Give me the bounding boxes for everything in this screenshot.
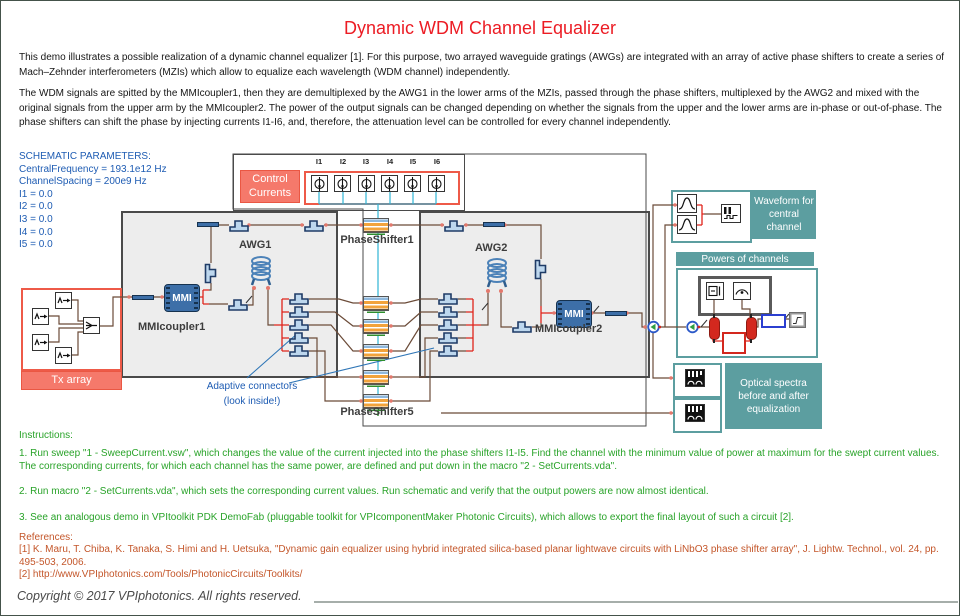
reference-item: [1] K. Maru, T. Chiba, K. Tanaka, S. Him…	[19, 544, 939, 568]
current-source-icon[interactable]	[404, 175, 421, 192]
phase-shifter-icon[interactable]	[363, 370, 389, 387]
fork-icon[interactable]	[647, 320, 661, 334]
laser-icon[interactable]	[32, 334, 49, 351]
phase-shifter-icon[interactable]	[363, 344, 389, 361]
signal-analyzer-icon[interactable]	[761, 314, 786, 328]
adaptive-connector-icon[interactable]	[438, 292, 458, 305]
waveform-annotation: Waveform for central channel	[752, 190, 816, 239]
waveguide-icon[interactable]	[197, 222, 219, 227]
filter-icon[interactable]	[677, 215, 697, 234]
awg-coil-icon[interactable]	[247, 253, 275, 289]
phase-shifter-icon[interactable]	[363, 218, 389, 235]
tx-array-label: Tx array	[21, 371, 122, 390]
instruction-item: 3. See an analogous demo in VPItoolkit P…	[19, 512, 794, 523]
parameter-line: I2 = 0.0	[19, 201, 53, 213]
parameter-line: CentralFrequency = 193.1e12 Hz	[19, 163, 167, 175]
awg1-label: AWG1	[239, 239, 272, 251]
current-label: I1	[315, 157, 323, 166]
parameter-line: I4 = 0.0	[19, 226, 53, 238]
adaptive-connector-icon[interactable]	[438, 318, 458, 331]
combiner-icon[interactable]	[83, 317, 100, 334]
current-source-icon[interactable]	[358, 175, 375, 192]
copyright-note: Copyright © 2017 VPIphotonics. All right…	[17, 589, 308, 603]
page-title: Dynamic WDM Channel Equalizer	[343, 18, 617, 38]
xy-scope-icon[interactable]	[789, 312, 806, 328]
adaptive-connector-icon[interactable]	[512, 320, 532, 333]
parameter-line: I3 = 0.0	[19, 213, 53, 225]
mmicoupler1-label: MMIcoupler1	[138, 321, 206, 333]
waveguide-icon[interactable]	[132, 295, 154, 300]
current-label: I3	[362, 157, 370, 166]
control-currents-label: Control Currents	[240, 170, 300, 203]
mmi-coupler-1[interactable]: MMI	[164, 284, 200, 312]
adaptive-connector-icon[interactable]	[229, 219, 249, 232]
filter-icon[interactable]	[677, 194, 697, 213]
awg-coil-icon[interactable]	[483, 255, 511, 291]
laser-icon[interactable]	[55, 292, 72, 309]
adaptive-connector-icon[interactable]	[438, 344, 458, 357]
electrical-component-icon[interactable]	[722, 332, 746, 354]
adaptive-connector-icon[interactable]	[438, 331, 458, 344]
powers-annotation: Powers of channels	[676, 252, 814, 266]
parameter-line: ChannelSpacing = 200e9 Hz	[19, 176, 147, 188]
current-source-icon[interactable]	[381, 175, 398, 192]
phase-shifter-icon[interactable]	[363, 296, 389, 313]
spectra-annotation: Optical spectra before and after equaliz…	[725, 363, 822, 429]
adaptive-connector-icon[interactable]	[304, 219, 324, 232]
adaptive-connector-icon[interactable]	[535, 260, 548, 280]
adaptive-connector-icon[interactable]	[289, 292, 309, 305]
phase-shifter-icon[interactable]	[363, 394, 389, 411]
current-label: I4	[386, 157, 394, 166]
current-label: I2	[339, 157, 347, 166]
adaptive-connectors-note: Adaptive connectors (look inside!)	[206, 381, 298, 407]
phaseshifter1-label: PhaseShifter1	[340, 234, 414, 246]
photodiode-icon[interactable]	[746, 314, 757, 343]
eye-analyzer-icon[interactable]	[706, 282, 724, 300]
laser-icon[interactable]	[32, 308, 49, 325]
parameter-line: I5 = 0.0	[19, 239, 53, 251]
parameter-line: I1 = 0.0	[19, 188, 53, 200]
spectrum-analyzer-icon[interactable]	[685, 369, 705, 387]
waveguide-icon[interactable]	[605, 311, 627, 316]
phase-shifter-icon[interactable]	[363, 319, 389, 336]
laser-icon[interactable]	[55, 347, 72, 364]
parameters-heading: SCHEMATIC PARAMETERS:	[19, 151, 151, 162]
current-source-icon[interactable]	[334, 175, 351, 192]
adaptive-connector-icon[interactable]	[444, 219, 464, 232]
adaptive-connector-icon[interactable]	[289, 305, 309, 318]
scope-icon[interactable]	[721, 204, 741, 223]
polar-analyzer-icon[interactable]	[733, 282, 751, 300]
current-label: I5	[409, 157, 417, 166]
reference-item: [2] http://www.VPIphotonics.com/Tools/Ph…	[19, 569, 303, 580]
schematic-parameters: SCHEMATIC PARAMETERS: CentralFrequency =…	[19, 151, 167, 252]
adaptive-connector-icon[interactable]	[438, 305, 458, 318]
instructions-heading: Instructions:	[19, 430, 73, 441]
adaptive-connector-icon[interactable]	[205, 264, 218, 284]
mmicoupler2-label: MMIcoupler2	[535, 323, 603, 335]
spectrum-analyzer-icon[interactable]	[685, 404, 705, 422]
current-label: I6	[433, 157, 441, 166]
awg2-label: AWG2	[475, 242, 508, 254]
current-source-icon[interactable]	[311, 175, 328, 192]
intro-paragraph-2: The WDM signals are spitted by the MMIco…	[19, 88, 942, 128]
photodiode-icon[interactable]	[709, 314, 720, 343]
adaptive-connector-icon[interactable]	[228, 298, 248, 311]
mzi-right-module[interactable]	[419, 211, 650, 378]
instruction-item: 2. Run macro "2 - SetCurrents.vda", whic…	[19, 486, 709, 497]
mmi-coupler-2[interactable]: MMI	[556, 300, 592, 328]
references-heading: References:	[19, 532, 73, 543]
intro-paragraph-1: This demo illustrates a possible realiza…	[19, 52, 945, 78]
fork-icon[interactable]	[686, 320, 700, 334]
adaptive-connector-icon[interactable]	[289, 331, 309, 344]
phaseshifter5-label: PhaseShifter5	[340, 406, 414, 418]
current-source-icon[interactable]	[428, 175, 445, 192]
adaptive-connector-icon[interactable]	[289, 318, 309, 331]
adaptive-connector-icon[interactable]	[289, 344, 309, 357]
instruction-item: 1. Run sweep "1 - SweepCurrent.vsw", whi…	[19, 448, 940, 472]
waveguide-icon[interactable]	[483, 222, 505, 227]
